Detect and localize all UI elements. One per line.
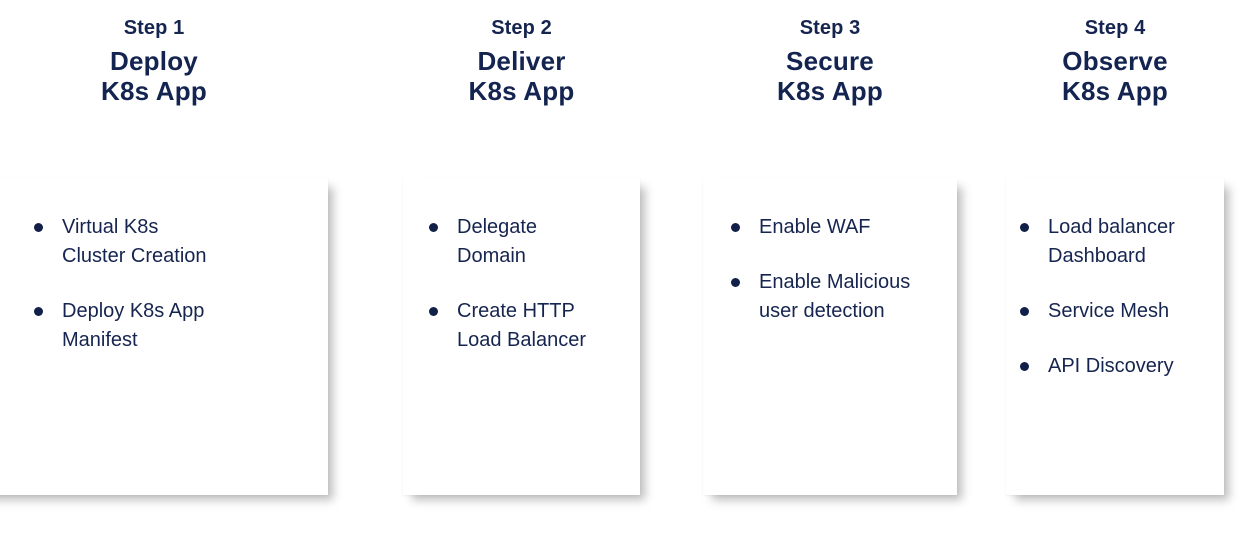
- step-title-line2-1: K8s App: [101, 76, 207, 106]
- bullet-text: Load balancer Dashboard: [1048, 216, 1175, 267]
- list-item: Delegate Domain: [425, 213, 635, 271]
- bullet-dot-icon: [1020, 362, 1029, 371]
- list-item: Create HTTP Load Balancer: [425, 297, 635, 355]
- step-card-4: Load balancer Dashboard Service Mesh API…: [1006, 178, 1224, 495]
- step-card-3: Enable WAF Enable Malicious user detecti…: [703, 178, 957, 495]
- bullet-list-2: Delegate Domain Create HTTP Load Balance…: [425, 213, 635, 355]
- bullet-dot-icon: [34, 223, 43, 232]
- step-eyebrow-4: Step 4: [1084, 17, 1146, 39]
- bullet-text: Service Mesh: [1048, 300, 1170, 322]
- step-title-line1-4: Observe: [1062, 46, 1168, 76]
- step-title-line2-4: K8s App: [1062, 76, 1168, 106]
- bullet-list-3: Enable WAF Enable Malicious user detecti…: [727, 213, 955, 326]
- bullet-text: API Discovery: [1048, 355, 1174, 377]
- bullet-list-4: Load balancer Dashboard Service Mesh API…: [1016, 213, 1224, 381]
- step-eyebrow-2: Step 2: [491, 17, 552, 39]
- step-column-1: Step 1 Deploy K8s App Virtual K8s Cluste…: [0, 0, 328, 548]
- list-item: Deploy K8s App Manifest: [30, 297, 300, 355]
- bullet-text: Delegate Domain: [457, 216, 538, 267]
- step-title-line2-3: K8s App: [777, 76, 883, 106]
- bullet-dot-icon: [1020, 223, 1029, 232]
- bullet-text: Enable Malicious user detection: [759, 271, 911, 322]
- step-header-3: Step 3 Secure K8s App: [703, 18, 957, 104]
- bullet-text: Create HTTP Load Balancer: [457, 300, 586, 351]
- step-header-4: Step 4 Observe K8s App: [1006, 18, 1224, 104]
- step-card-2: Delegate Domain Create HTTP Load Balance…: [403, 178, 640, 495]
- bullet-dot-icon: [1020, 307, 1029, 316]
- list-item: Enable WAF: [727, 213, 955, 242]
- step-column-4: Step 4 Observe K8s App Load balancer Das…: [1006, 0, 1224, 548]
- bullet-list-1: Virtual K8s Cluster Creation Deploy K8s …: [30, 213, 300, 355]
- step-eyebrow-1: Step 1: [123, 17, 185, 39]
- bullet-dot-icon: [34, 307, 43, 316]
- step-card-1: Virtual K8s Cluster Creation Deploy K8s …: [0, 178, 328, 495]
- list-item: Load balancer Dashboard: [1016, 213, 1224, 271]
- bullet-text: Deploy K8s App Manifest: [62, 300, 205, 351]
- bullet-dot-icon: [731, 223, 740, 232]
- bullet-dot-icon: [429, 223, 438, 232]
- bullet-text: Enable WAF: [759, 216, 871, 238]
- list-item: Enable Malicious user detection: [727, 268, 955, 326]
- list-item: Service Mesh: [1016, 297, 1224, 326]
- step-title-line1-1: Deploy: [110, 46, 198, 76]
- bullet-text: Virtual K8s Cluster Creation: [62, 216, 207, 267]
- step-eyebrow-3: Step 3: [799, 17, 861, 39]
- step-header-1: Step 1 Deploy K8s App: [0, 18, 328, 104]
- step-title-line1-3: Secure: [786, 46, 874, 76]
- bullet-dot-icon: [731, 278, 740, 287]
- list-item: API Discovery: [1016, 352, 1224, 381]
- step-column-3: Step 3 Secure K8s App Enable WAF Enable …: [703, 0, 957, 548]
- list-item: Virtual K8s Cluster Creation: [30, 213, 300, 271]
- step-title-line1-2: Deliver: [477, 46, 566, 76]
- step-header-2: Step 2 Deliver K8s App: [403, 18, 640, 104]
- step-title-line2-2: K8s App: [468, 76, 575, 106]
- step-column-2: Step 2 Deliver K8s App Delegate Domain C…: [403, 0, 640, 548]
- bullet-dot-icon: [429, 307, 438, 316]
